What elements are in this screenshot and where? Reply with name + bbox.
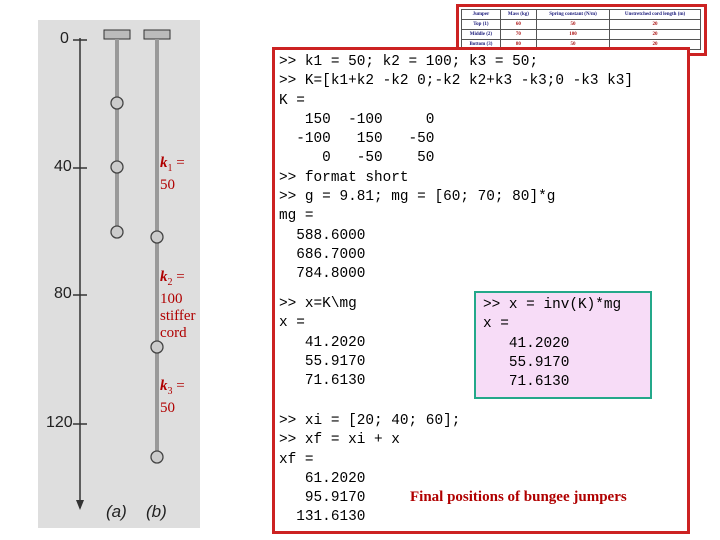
inverse-solution-box [474,291,652,399]
code-block-inverse: >> x = inv(K)*mg x = 41.2020 55.9170 71.… [483,297,622,391]
tick-label-120: 120 [46,414,73,431]
k2-value: = 100 [160,269,185,307]
table-header-row: Jumper Mass (kg) Spring constant (N/m) U… [461,9,701,20]
k3-symbol: k [160,378,168,394]
k2-symbol: k [160,269,168,285]
table-header: Spring constant (N/m) [535,9,611,20]
k1-symbol: k [160,155,168,171]
part-label-b: (b) [146,502,167,521]
jumper-b2 [150,340,164,354]
jumper-a2 [110,160,124,174]
k1-subscript: 1 [167,163,173,174]
table-row: Middle (2) 70 100 20 [461,29,701,40]
table-header: Jumper [461,9,501,20]
bungee-diagram [73,29,171,510]
code-block-solve: >> x=K\mg x = 41.2020 55.9170 71.6130 [279,296,366,390]
bungee-figure: 0 40 80 120 k1 = 50 k2 = 100 stiffer cor… [38,20,200,528]
matlab-code-panel [272,47,690,534]
jumper-b3 [150,450,164,464]
table-header: Mass (kg) [499,9,538,20]
jumper-a3 [110,225,124,239]
table-cell: 20 [609,19,701,30]
table-row: Top (1) 60 50 20 [461,19,701,30]
table-cell: 50 [535,19,611,30]
code-block-final: >> xi = [20; 40; 60]; >> xf = xi + x xf … [279,413,461,526]
spring-label-k1: k1 = 50 [160,155,200,194]
table-header: Unstretched cord length (m) [609,9,701,20]
table-cell: 60 [499,19,538,30]
tick-label-80: 80 [54,285,72,302]
support-b [143,29,171,40]
table-cell: Top (1) [461,19,501,30]
tick-label-40: 40 [54,158,72,175]
part-label-a: (a) [106,502,127,521]
table-cell: 70 [499,29,538,40]
k1-value: = 50 [160,155,185,193]
parameter-table-grid: Jumper Mass (kg) Spring constant (N/m) U… [461,9,701,50]
code-block-stiffness: >> k1 = 50; k2 = 100; k3 = 50; >> K=[k1+… [279,54,634,283]
spring-label-k2: k2 = 100 stiffer cord [160,269,200,342]
final-positions-label: Final positions of bungee jumpers [410,489,627,505]
jumper-a1 [110,96,124,110]
spring-label-k3: k3 = 50 [160,378,200,417]
table-cell: Middle (2) [461,29,501,40]
k3-subscript: 3 [167,386,173,397]
table-cell: 20 [609,29,701,40]
k2-subscript: 2 [167,277,173,288]
jumper-b1 [150,230,164,244]
tick-label-0: 0 [60,30,69,47]
axis-arrow [76,500,84,510]
table-cell: 100 [535,29,611,40]
k2-note: stiffer cord [160,308,196,341]
support-a [103,29,131,40]
k3-value: = 50 [160,378,185,416]
